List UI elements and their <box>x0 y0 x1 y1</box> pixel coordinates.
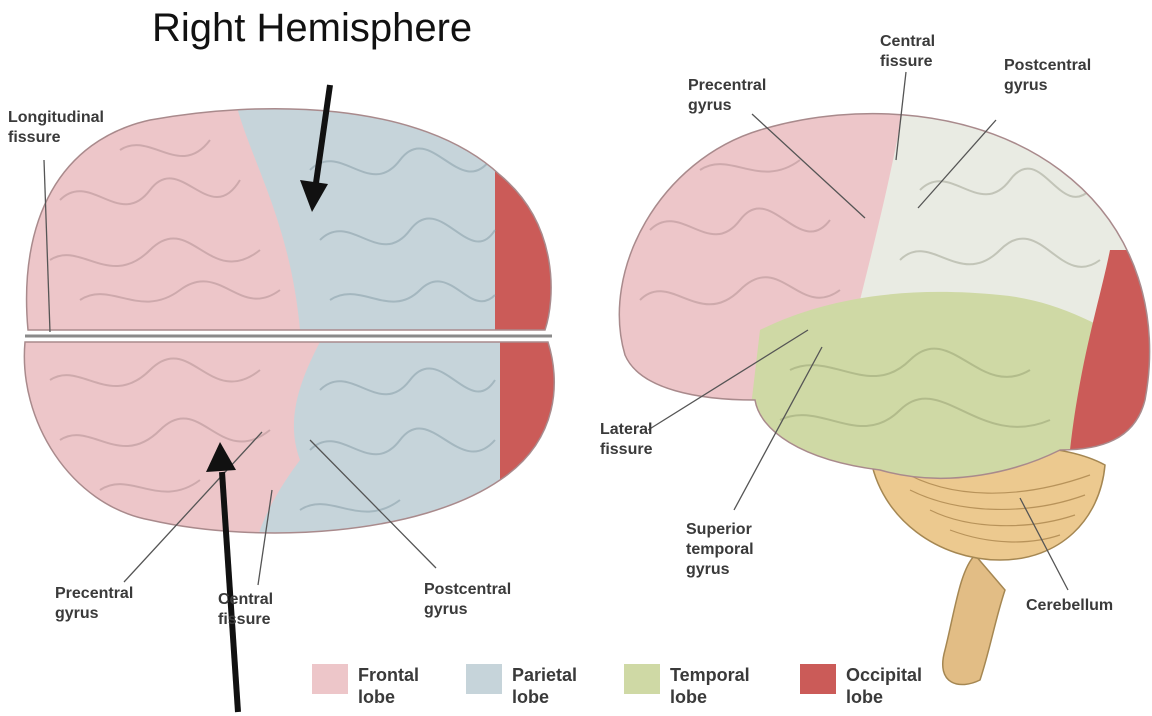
legend-label-occipital: Occipital lobe <box>846 664 922 708</box>
precentral-gyrus-label-superior: Precentral gyrus <box>55 584 133 624</box>
longitudinal-fissure-label: Longitudinal fissure <box>8 108 104 148</box>
superior-temporal-gyrus-label: Superior temporal gyrus <box>686 520 754 580</box>
cerebellum-label: Cerebellum <box>1026 596 1113 616</box>
precentral-gyrus-label-lateral: Precentral gyrus <box>688 76 766 116</box>
legend-label-parietal: Parietal lobe <box>512 664 577 708</box>
lateral-brain <box>600 100 1152 500</box>
occipital-region-bottom <box>500 338 580 558</box>
central-fissure-label-lateral: Central fissure <box>880 32 935 72</box>
legend-swatch-temporal <box>624 664 660 694</box>
page-title: Right Hemisphere <box>152 6 472 51</box>
lateral-fissure-label: Lateral fissure <box>600 420 652 460</box>
legend-label-frontal: Frontal lobe <box>358 664 419 708</box>
cerebellum-group <box>870 445 1105 685</box>
legend-swatch-frontal <box>312 664 348 694</box>
postcentral-gyrus-label-superior: Postcentral gyrus <box>424 580 511 620</box>
postcentral-gyrus-label-lateral: Postcentral gyrus <box>1004 56 1091 96</box>
legend-label-temporal: Temporal lobe <box>670 664 750 708</box>
legend-swatch-occipital <box>800 664 836 694</box>
legend-swatch-parietal <box>466 664 502 694</box>
central-fissure-label-superior: Central fissure <box>218 590 273 630</box>
superior-left-hemisphere <box>0 330 600 560</box>
occipital-region-top <box>495 80 595 340</box>
brainstem-shape <box>943 555 1005 685</box>
